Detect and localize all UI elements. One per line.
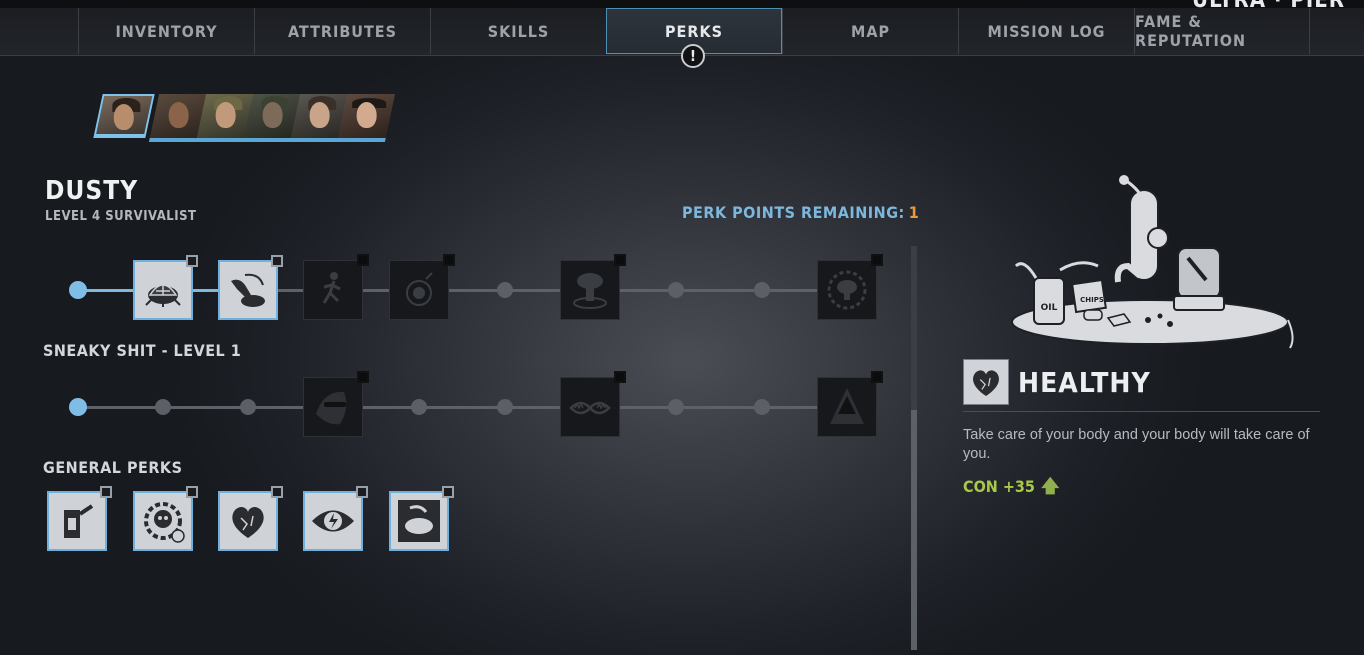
general-perk-lightning-eye[interactable] bbox=[303, 486, 368, 551]
portrait-face bbox=[168, 102, 189, 128]
perk-tree-survivalist bbox=[69, 254, 883, 320]
top-stripe bbox=[0, 0, 1364, 8]
general-perks-title: General Perks bbox=[43, 458, 183, 477]
nuke-icon bbox=[573, 273, 607, 309]
perk-explosion-ring[interactable] bbox=[817, 254, 883, 320]
grenade-icon bbox=[406, 272, 433, 306]
tab-attributes[interactable]: Attributes bbox=[254, 8, 430, 54]
tab-perks[interactable]: Perks bbox=[606, 8, 782, 54]
detail-title: Healthy bbox=[1018, 366, 1151, 399]
alert-icon: ! bbox=[681, 44, 705, 68]
perk-hooded-figure[interactable] bbox=[817, 371, 883, 437]
portrait-face bbox=[215, 102, 236, 128]
perk-bear-trap[interactable] bbox=[560, 371, 626, 437]
detail-bonus: CON +35 🡅 bbox=[963, 474, 1059, 504]
hooded-figure-icon bbox=[830, 388, 864, 424]
perk-points-value: 1 bbox=[908, 203, 920, 222]
party-portrait-1[interactable] bbox=[93, 94, 155, 138]
oil-label: OIL bbox=[1041, 303, 1058, 313]
general-perk-pool[interactable] bbox=[389, 486, 454, 551]
bear-trap-icon bbox=[569, 401, 611, 415]
detail-divider bbox=[963, 411, 1320, 412]
perk-turtle-shell[interactable] bbox=[133, 255, 198, 320]
perk-corner-marker bbox=[356, 486, 368, 498]
perk-points-label: PERK POINTS REMAINING: bbox=[682, 203, 905, 222]
tree-line bbox=[218, 289, 848, 292]
panel-scrollbar[interactable] bbox=[911, 246, 917, 650]
heart-organ-icon bbox=[973, 370, 999, 397]
general-perks-row bbox=[47, 486, 454, 551]
perk-hand-button[interactable] bbox=[218, 255, 283, 320]
tab-mission-log[interactable]: Mission Log bbox=[958, 8, 1134, 54]
nav-tabs: Inventory Attributes Skills Perks Map Mi… bbox=[78, 8, 1310, 54]
perk-nuke[interactable] bbox=[560, 254, 626, 320]
perk-corner-marker bbox=[357, 254, 369, 266]
detail-description: Take care of your body and your body wil… bbox=[963, 427, 1310, 462]
tree-node bbox=[497, 282, 513, 298]
tree-node bbox=[668, 399, 684, 415]
skull-gear-icon bbox=[144, 502, 185, 543]
tab-map[interactable]: Map bbox=[782, 8, 958, 54]
party-portraits bbox=[93, 94, 396, 142]
up-arrow-icon: 🡅 bbox=[1040, 476, 1060, 497]
character-name: Dusty bbox=[45, 176, 139, 206]
perk-runner[interactable] bbox=[303, 254, 369, 320]
tree-node bbox=[240, 399, 256, 415]
masked-thief-icon bbox=[316, 391, 347, 425]
perk-points-remaining: PERK POINTS REMAINING:1 bbox=[682, 203, 919, 222]
portrait-face bbox=[309, 102, 330, 128]
lightning-eye-icon bbox=[312, 510, 354, 532]
perk-corner-marker bbox=[871, 254, 883, 266]
tree-node bbox=[754, 282, 770, 298]
perk-corner-marker bbox=[871, 371, 883, 383]
explosion-ring-icon bbox=[827, 270, 867, 310]
tree-node bbox=[497, 399, 513, 415]
perk-tree-sneaky bbox=[69, 371, 883, 437]
bonus-value: CON +35 bbox=[963, 477, 1035, 496]
detail-perk-icon bbox=[963, 359, 1009, 405]
pool-icon bbox=[398, 500, 440, 542]
perk-corner-marker bbox=[443, 254, 455, 266]
tree-node bbox=[668, 282, 684, 298]
corner-text: ULTRA · PIER bbox=[1192, 0, 1346, 13]
perk-corner-marker bbox=[271, 486, 283, 498]
perk-corner-marker bbox=[614, 371, 626, 383]
hand-button-icon bbox=[231, 273, 265, 307]
perk-illustration: OIL CHIPS bbox=[1011, 175, 1294, 349]
perk-corner-marker bbox=[100, 486, 112, 498]
scrollbar-thumb[interactable] bbox=[911, 410, 917, 650]
general-perk-gas-can[interactable] bbox=[47, 486, 112, 551]
tree-node bbox=[754, 399, 770, 415]
perk-masked-thief[interactable] bbox=[303, 371, 369, 437]
perk-corner-marker bbox=[442, 486, 454, 498]
tab-fame-reputation[interactable]: Fame & Reputation bbox=[1134, 8, 1310, 54]
perk-corner-marker bbox=[271, 255, 283, 267]
perk-corner-marker bbox=[186, 486, 198, 498]
turtle-shell-icon bbox=[145, 281, 181, 307]
tree-title-sneaky: Sneaky Shit - Level 1 bbox=[43, 341, 242, 360]
perk-grenade[interactable] bbox=[389, 254, 455, 320]
perk-corner-marker bbox=[357, 371, 369, 383]
tree-line bbox=[78, 406, 848, 409]
top-nav-bar: ULTRA · PIER Inventory Attributes Skills… bbox=[0, 0, 1364, 56]
party-portrait-6[interactable] bbox=[336, 94, 396, 142]
tab-skills[interactable]: Skills bbox=[430, 8, 606, 54]
tree-start-node bbox=[69, 281, 87, 299]
portrait-face bbox=[113, 104, 134, 130]
tab-inventory[interactable]: Inventory bbox=[78, 8, 254, 54]
tree-node bbox=[411, 399, 427, 415]
tree-start-node bbox=[69, 398, 87, 416]
runner-icon bbox=[322, 272, 341, 304]
tree-node bbox=[155, 399, 171, 415]
gas-can-icon bbox=[64, 504, 94, 538]
heart-organ-icon bbox=[232, 506, 264, 538]
perk-corner-marker bbox=[186, 255, 198, 267]
general-perk-skull-gear[interactable] bbox=[133, 486, 198, 551]
portrait-face bbox=[262, 102, 283, 128]
general-perk-heart[interactable] bbox=[218, 486, 283, 551]
portrait-face bbox=[356, 102, 377, 128]
chips-label: CHIPS bbox=[1080, 296, 1104, 304]
perk-corner-marker bbox=[614, 254, 626, 266]
character-class: Level 4 Survivalist bbox=[45, 209, 197, 224]
